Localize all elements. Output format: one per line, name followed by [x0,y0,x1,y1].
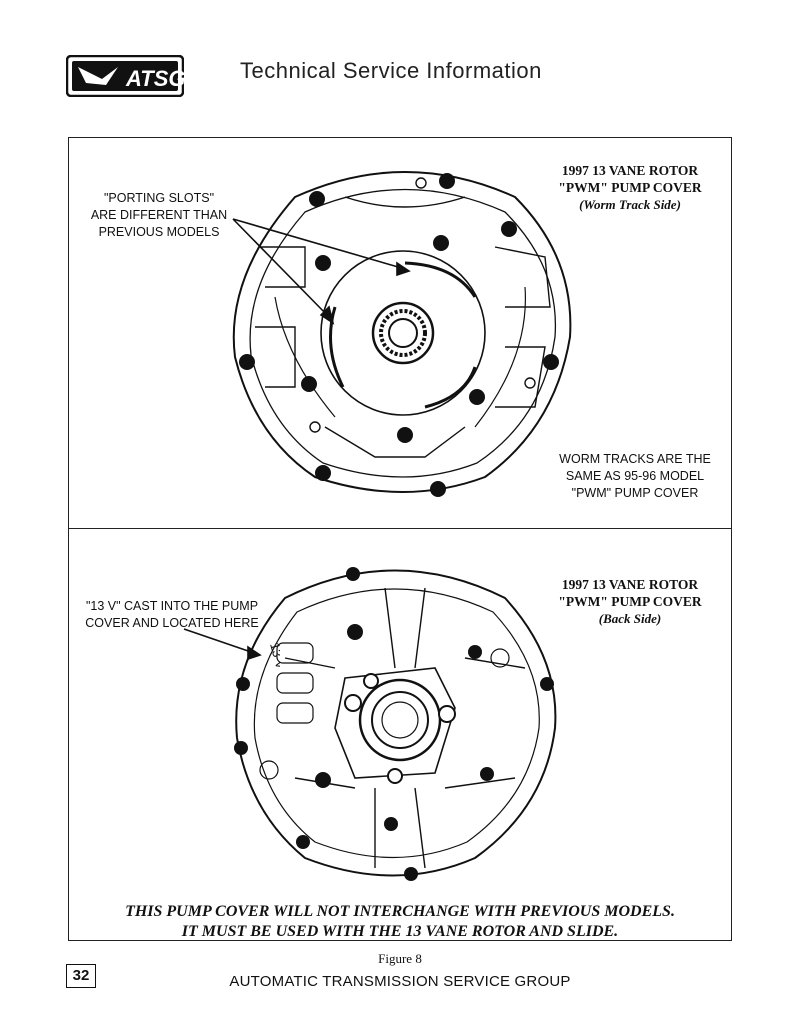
pump-hub [344,673,456,784]
figure-caption: Figure 8 [378,951,422,966]
page-title: Technical Service Information [240,58,542,83]
footer-text: AUTOMATIC TRANSMISSION SERVICE GROUP [229,973,571,990]
porting-slots-callout: "PORTING SLOTS" ARE DIFFERENT THAN PREVI… [90,191,228,239]
bottom-title-line1: 1997 13 VANE ROTOR [561,577,699,592]
bottom-panel-title: 1997 13 VANE ROTOR "PWM" PUMP COVER (Bac… [540,576,720,627]
top-title-line1: 1997 13 VANE ROTOR [561,163,699,178]
porting-slots-arrows [232,218,411,325]
cast-mark-13v: 13 V [267,641,280,671]
pump-cover-back-side-illustration [234,567,557,881]
bottom-title-line2: "PWM" PUMP COVER [558,594,702,609]
atsg-logo: ATSG [66,55,184,97]
back-bolt-holes [234,567,554,881]
logo-text: ATSG [125,66,184,91]
top-panel-title: 1997 13 VANE ROTOR "PWM" PUMP COVER (Wor… [540,162,720,213]
top-title-line2: "PWM" PUMP COVER [558,180,702,195]
page-number: 32 [66,964,96,988]
check-icon [78,67,118,85]
rotor-hub [371,301,435,365]
figure-frame [68,137,732,941]
cast-mark-arrow [183,628,262,661]
worm-tracks-callout: WORM TRACKS ARE THE SAME AS 95-96 MODEL … [559,452,711,500]
pump-cover-worm-track-illustration [232,171,572,497]
bolt-holes [239,173,559,497]
top-title-sub: (Worm Track Side) [579,197,681,212]
cast-mark-callout: "13 V" CAST INTO THE PUMP COVER AND LOCA… [85,599,259,630]
bottom-title-sub: (Back Side) [598,611,662,626]
interchange-warning: THIS PUMP COVER WILL NOT INTERCHANGE WIT… [125,903,675,940]
panel-divider [68,528,732,529]
